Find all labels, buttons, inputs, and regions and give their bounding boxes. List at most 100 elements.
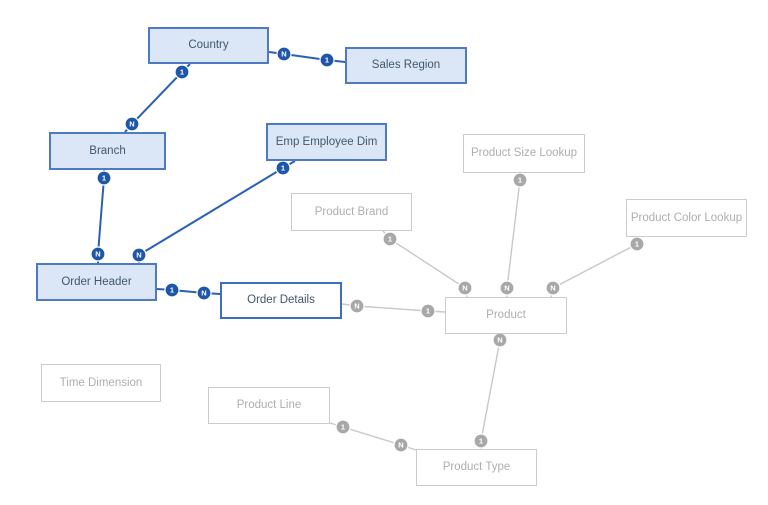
cardinality-badge: 1 <box>319 52 335 68</box>
relationship-product--product-type[interactable]: N 1 <box>473 332 508 449</box>
relationship-order-details--product[interactable]: N 1 <box>341 298 446 319</box>
cardinality-circle <box>196 285 212 301</box>
cardinality-label: 1 <box>479 437 483 446</box>
cardinality-circle <box>335 419 351 435</box>
cardinality-label: N <box>95 250 100 259</box>
cardinality-badge: 1 <box>335 419 351 435</box>
relationship-product-brand--product[interactable]: 1 N <box>382 230 473 298</box>
entity-country[interactable]: Country <box>148 27 269 64</box>
cardinality-circle <box>349 298 365 314</box>
cardinality-label: 1 <box>341 423 345 432</box>
cardinality-badge: N <box>393 437 409 453</box>
entity-sales-region[interactable]: Sales Region <box>345 47 467 84</box>
cardinality-badge: N <box>499 280 515 296</box>
cardinality-badge: 1 <box>275 160 291 176</box>
entity-product-size-lookup[interactable]: Product Size Lookup <box>463 134 585 173</box>
cardinality-circle <box>124 116 140 132</box>
cardinality-label: N <box>129 120 134 129</box>
cardinality-label: N <box>398 441 403 450</box>
cardinality-label: 1 <box>325 56 329 65</box>
cardinality-circle <box>174 64 190 80</box>
relationship-line[interactable] <box>506 173 521 297</box>
entity-label: Product Line <box>236 399 302 412</box>
cardinality-label: N <box>201 289 206 298</box>
entity-label: Product Size Lookup <box>470 147 578 160</box>
entity-label: Order Header <box>61 275 132 288</box>
entity-order-header[interactable]: Order Header <box>36 263 157 301</box>
entity-label: Country <box>188 39 229 52</box>
cardinality-badge: 1 <box>382 231 398 247</box>
cardinality-label: 1 <box>518 176 522 185</box>
cardinality-label: N <box>504 284 509 293</box>
cardinality-circle <box>473 433 489 449</box>
entity-label: Time Dimension <box>59 376 143 389</box>
cardinality-circle <box>131 247 147 263</box>
relationship-product-line--product-type[interactable]: 1 N <box>329 419 417 453</box>
cardinality-label: N <box>136 251 141 260</box>
cardinality-badge: N <box>196 285 212 301</box>
cardinality-label: N <box>550 284 555 293</box>
entity-order-details[interactable]: Order Details <box>220 282 342 319</box>
cardinality-badge: N <box>276 46 292 62</box>
cardinality-badge: 1 <box>174 64 190 80</box>
cardinality-circle <box>276 46 292 62</box>
cardinality-badge: N <box>457 280 473 296</box>
cardinality-badge: 1 <box>512 172 528 188</box>
cardinality-circle <box>512 172 528 188</box>
cardinality-badge: 1 <box>629 236 645 252</box>
entity-product[interactable]: Product <box>445 297 567 334</box>
cardinality-label: 1 <box>102 174 106 183</box>
cardinality-circle <box>393 437 409 453</box>
cardinality-label: N <box>281 50 286 59</box>
relationship-order-header--order-details[interactable]: 1 N <box>156 282 221 301</box>
cardinality-label: N <box>354 302 359 311</box>
cardinality-label: N <box>497 336 502 345</box>
cardinality-circle <box>96 170 112 186</box>
cardinality-badge: N <box>124 116 140 132</box>
relationship-emp-employee-dim--order-header[interactable]: 1 N <box>131 160 296 263</box>
relationship-line[interactable] <box>480 334 501 449</box>
cardinality-circle <box>545 280 561 296</box>
relationship-line[interactable] <box>138 160 296 263</box>
entity-label: Branch <box>89 144 126 157</box>
relationship-branch--order-header[interactable]: 1 N <box>90 170 112 263</box>
cardinality-circle <box>319 52 335 68</box>
entity-emp-employee-dim[interactable]: Emp Employee Dim <box>266 123 387 161</box>
relationship-country--branch[interactable]: 1 N <box>124 63 191 133</box>
cardinality-circle <box>275 160 291 176</box>
cardinality-label: 1 <box>426 307 430 316</box>
cardinality-circle <box>90 246 106 262</box>
entity-time-dimension[interactable]: Time Dimension <box>41 364 161 402</box>
entity-product-line[interactable]: Product Line <box>208 387 330 424</box>
cardinality-label: 1 <box>635 240 639 249</box>
entity-product-color-lookup[interactable]: Product Color Lookup <box>626 199 747 237</box>
cardinality-badge: N <box>90 246 106 262</box>
cardinality-badge: N <box>131 247 147 263</box>
cardinality-circle <box>629 236 645 252</box>
entity-label: Emp Employee Dim <box>275 135 378 148</box>
cardinality-badge: N <box>492 332 508 348</box>
relationship-line[interactable] <box>550 237 638 298</box>
entity-label: Product Type <box>442 461 511 474</box>
entity-branch[interactable]: Branch <box>49 132 166 170</box>
entity-label: Product <box>486 309 526 322</box>
entity-product-type[interactable]: Product Type <box>416 449 537 486</box>
cardinality-badge: 1 <box>473 433 489 449</box>
entity-label: Product Brand <box>314 205 389 218</box>
cardinality-badge: 1 <box>96 170 112 186</box>
entity-label: Product Color Lookup <box>630 211 743 224</box>
cardinality-label: 1 <box>170 286 174 295</box>
relationship-product-color-lookup--product[interactable]: 1 N <box>545 236 645 298</box>
cardinality-label: 1 <box>388 235 392 244</box>
entity-product-brand[interactable]: Product Brand <box>291 193 412 231</box>
cardinality-circle <box>382 231 398 247</box>
entity-label: Order Details <box>247 294 315 307</box>
cardinality-circle <box>420 303 436 319</box>
cardinality-label: 1 <box>180 68 184 77</box>
relationship-product-size-lookup--product[interactable]: 1 N <box>499 172 528 297</box>
cardinality-badge: N <box>545 280 561 296</box>
cardinality-circle <box>499 280 515 296</box>
relationship-country--sales-region[interactable]: N 1 <box>268 46 346 68</box>
